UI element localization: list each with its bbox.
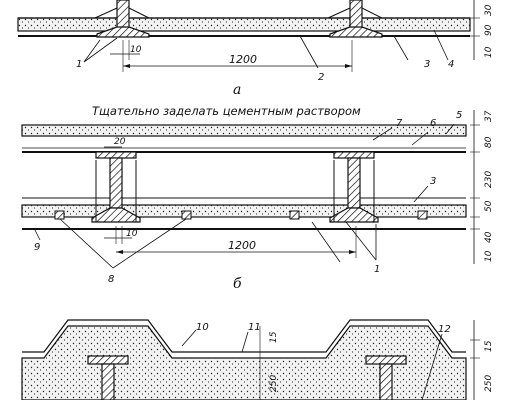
leader-b-7: 7 xyxy=(396,118,403,129)
mortar-blocks-b xyxy=(54,210,428,220)
i-beam-right-b xyxy=(329,151,379,223)
concrete-slab-a xyxy=(17,17,471,32)
right-dim-b-10: 10 xyxy=(484,250,494,262)
leader-c-11: 11 xyxy=(248,322,261,333)
right-dim-c-15: 15 xyxy=(484,340,494,352)
leader-a-2: 2 xyxy=(318,72,324,83)
right-dim-a-90: 90 xyxy=(484,24,494,36)
right-dim-b-40: 40 xyxy=(484,231,494,243)
top-finish-layer-b xyxy=(21,124,467,137)
leader-b-9: 9 xyxy=(34,242,40,253)
leader-a-1: 1 xyxy=(76,59,82,70)
leader-b-6: 6 xyxy=(430,118,436,129)
leader-b-5: 5 xyxy=(456,110,462,121)
right-dim-b-230: 230 xyxy=(484,171,494,188)
gap-dim-a: 10 xyxy=(130,45,142,55)
i-beam-left-a xyxy=(96,0,150,38)
section-a: 10 1200 1 2 3 4 30 90 10 а xyxy=(17,0,494,98)
leader-a-4: 4 xyxy=(448,59,454,70)
inner-dim-c-15: 15 xyxy=(269,331,279,343)
right-dim-b-50: 50 xyxy=(484,200,494,212)
right-dim-a-10: 10 xyxy=(484,46,494,58)
span-dim-b: 1200 xyxy=(228,239,256,252)
joint-dim-b: 20 xyxy=(114,137,126,147)
caption-b: б xyxy=(233,276,242,292)
i-beam-right-c xyxy=(365,355,407,400)
inner-dim-c-250: 250 xyxy=(269,375,279,392)
leader-b-8: 8 xyxy=(108,274,114,285)
bottom-slab-b xyxy=(21,204,467,218)
i-beam-right-a xyxy=(329,0,383,38)
right-dim-c-250: 250 xyxy=(484,375,494,392)
gap-dim-b: 10 xyxy=(126,229,138,239)
caption-a: а xyxy=(233,82,241,98)
leader-a-3: 3 xyxy=(424,59,430,70)
right-dim-b-80: 80 xyxy=(484,136,494,148)
section-b: 20 10 1200 7 6 5 3 9 8 1 37 80 xyxy=(21,110,494,292)
leader-b-3: 3 xyxy=(430,176,436,187)
leader-c-10: 10 xyxy=(196,322,209,333)
right-dim-a-30: 30 xyxy=(484,4,494,16)
i-beam-left-b xyxy=(91,151,141,223)
i-beam-left-c xyxy=(87,355,129,400)
corrugated-slab-c xyxy=(21,325,467,400)
section-c: 15 250 10 11 12 15 250 xyxy=(21,319,494,400)
instruction-note: Тщательно заделать цементным раствором xyxy=(92,104,361,118)
span-dim-a: 1200 xyxy=(229,53,257,66)
right-dim-b-37: 37 xyxy=(484,110,494,122)
leader-c-12: 12 xyxy=(438,324,451,335)
leader-b-1: 1 xyxy=(374,264,380,275)
